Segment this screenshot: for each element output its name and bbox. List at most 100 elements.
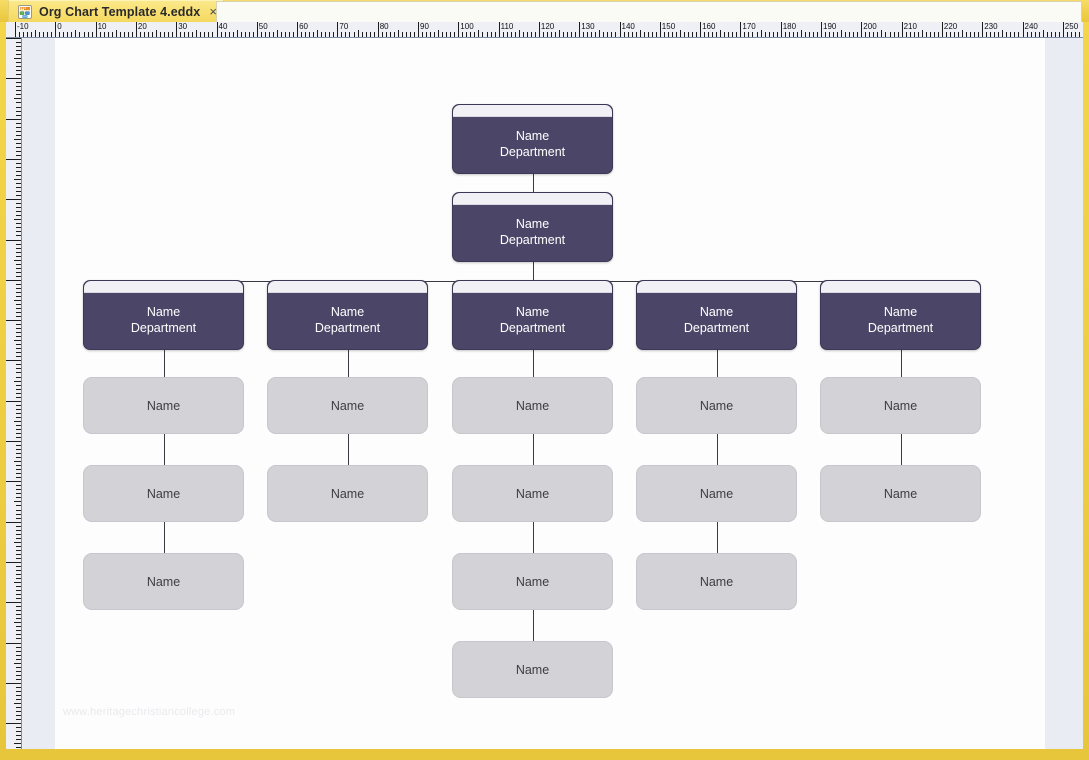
ruler-tick-minor	[393, 32, 395, 37]
ruler-label: 10	[97, 22, 107, 31]
ruler-tick	[55, 22, 57, 37]
org-node-staff[interactable]: Name	[83, 465, 244, 522]
ruler-tick	[6, 78, 21, 80]
ruler-tick-minor	[16, 569, 21, 571]
org-node-staff[interactable]: Name	[820, 465, 981, 522]
ruler-tick-minor	[16, 412, 21, 414]
org-node-staff[interactable]: Name	[267, 377, 428, 434]
ruler-tick	[95, 22, 97, 37]
ruler-tick-minor	[1074, 32, 1076, 37]
ruler-tick-minor	[470, 32, 472, 37]
ruler-tick-minor	[373, 32, 375, 37]
ruler-tick-minor	[546, 32, 548, 37]
org-node-label: Name	[700, 486, 733, 502]
org-node-name: Name	[330, 486, 365, 501]
org-node-label: Name	[147, 398, 180, 414]
ruler-tick-minor	[301, 32, 303, 37]
ruler-tick-minor	[23, 32, 25, 37]
ruler-tick-minor	[627, 32, 629, 37]
ruler-tick-minor	[595, 32, 597, 37]
org-node-label: Name	[516, 662, 549, 678]
org-node-staff[interactable]: Name	[452, 377, 613, 434]
ruler-label: 190	[823, 22, 837, 31]
ruler-tick-minor	[16, 332, 21, 334]
ruler-tick-minor	[937, 32, 939, 37]
ruler-tick-minor	[16, 630, 21, 632]
ruler-tick-minor	[877, 32, 879, 37]
ruler-tick-minor	[14, 541, 21, 543]
ruler-tick-minor	[16, 126, 21, 128]
vertical-ruler[interactable]	[6, 38, 22, 749]
ruler-tick	[1062, 22, 1064, 37]
ruler-tick	[6, 38, 21, 39]
org-node-header-strip	[637, 281, 796, 293]
ruler-tick-minor	[143, 32, 145, 37]
org-node-staff[interactable]: Name	[452, 553, 613, 610]
ruler-tick-minor	[228, 32, 230, 37]
ruler-tick-minor	[16, 86, 21, 88]
document-tab[interactable]: Org Chart Template 4.eddx ×	[8, 0, 224, 22]
org-node-staff[interactable]: Name	[83, 377, 244, 434]
ruler-tick-minor	[643, 32, 645, 37]
ruler-label: 230	[984, 22, 998, 31]
org-node-staff[interactable]: Name	[452, 641, 613, 698]
ruler-tick-minor	[47, 32, 49, 37]
ruler-tick-minor	[897, 32, 899, 37]
org-node-staff[interactable]: Name	[636, 553, 797, 610]
org-node-staff[interactable]: Name	[820, 377, 981, 434]
ruler-tick-minor	[16, 191, 21, 193]
org-node-staff[interactable]: Name	[636, 465, 797, 522]
ruler-tick-minor	[43, 32, 45, 37]
org-node-staff[interactable]: Name	[267, 465, 428, 522]
ruler-tick-minor	[14, 219, 21, 221]
org-node-name: Name	[699, 486, 734, 501]
ruler-tick-minor	[426, 32, 428, 37]
ruler-tick-minor	[986, 32, 988, 37]
ruler-tick-minor	[127, 32, 129, 37]
connector-vertical	[347, 350, 349, 377]
ruler-tick	[6, 158, 21, 160]
ruler-tick	[700, 22, 702, 37]
org-node-staff[interactable]: Name	[452, 465, 613, 522]
ruler-tick-minor	[317, 30, 319, 37]
ruler-tick-minor	[16, 122, 21, 124]
ruler-tick-minor	[16, 62, 21, 64]
ruler-tick-minor	[631, 32, 633, 37]
ruler-tick-minor	[486, 32, 488, 37]
tab-bar: Org Chart Template 4.eddx ×	[0, 0, 1089, 22]
ruler-tick-minor	[889, 32, 891, 37]
org-node-staff[interactable]: Name	[83, 553, 244, 610]
ruler-tick-minor	[16, 243, 21, 245]
ruler-tick-minor	[248, 32, 250, 37]
ruler-tick-minor	[16, 449, 21, 451]
ruler-tick-minor	[603, 32, 605, 37]
ruler-tick-minor	[430, 32, 432, 37]
ruler-label: 60	[299, 22, 308, 31]
ruler-tick-minor	[333, 32, 335, 37]
ruler-tick-minor	[14, 299, 21, 301]
ruler-tick-minor	[16, 106, 21, 108]
ruler-tick-minor	[591, 32, 593, 37]
ruler-tick-minor	[16, 312, 21, 314]
ruler-tick-minor	[760, 30, 762, 37]
close-icon[interactable]: ×	[209, 4, 217, 19]
ruler-tick-minor	[671, 32, 673, 37]
ruler-tick-minor	[599, 30, 601, 37]
ruler-tick-minor	[16, 634, 21, 636]
org-node-staff[interactable]: Name	[636, 377, 797, 434]
ruler-tick	[740, 22, 742, 37]
ruler-tick-minor	[812, 32, 814, 37]
connector-vertical	[532, 522, 534, 553]
